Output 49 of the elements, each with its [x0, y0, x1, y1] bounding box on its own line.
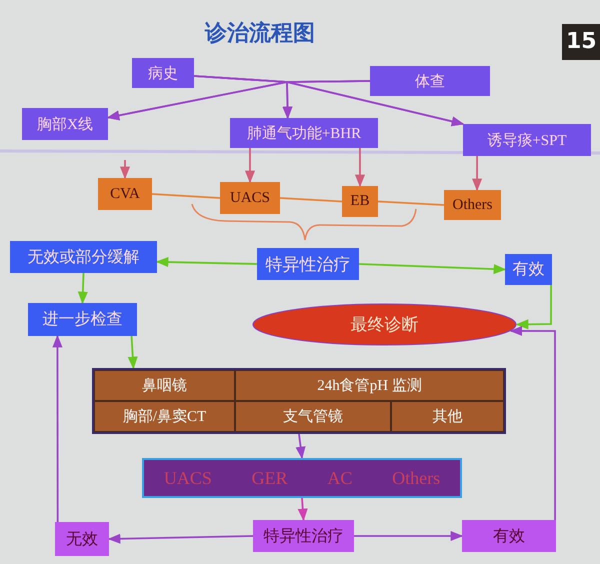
diagnosis-ellipse: 最终诊断 — [252, 303, 517, 346]
arrow — [120, 160, 130, 180]
arrow — [354, 148, 366, 188]
step-box: 有效 — [505, 254, 552, 285]
table-cell: 胸部/鼻窦CT — [94, 401, 235, 432]
title: 诊治流程图 — [205, 20, 315, 48]
exam-box: 胸部X线 — [22, 108, 108, 140]
arrow — [354, 530, 464, 542]
connector-line — [152, 193, 220, 199]
arrow — [296, 434, 306, 460]
arrow — [52, 334, 62, 522]
arrow — [358, 263, 506, 274]
diagnosis-box: EB — [342, 186, 378, 217]
diagnosis-label: UACS — [164, 468, 212, 488]
table-cell: 支气管镜 — [235, 401, 391, 432]
diagnosis-band — [142, 458, 462, 498]
exam-table — [92, 368, 506, 434]
diagnosis-box: CVA — [98, 178, 152, 210]
exam-box: 病史 — [132, 58, 194, 88]
arrow — [244, 148, 256, 184]
diagnosis-label: Others — [392, 468, 440, 488]
diagnosis-label: AC — [327, 468, 352, 488]
step-box: 进一步检查 — [28, 303, 137, 336]
arrow — [516, 285, 552, 330]
arrow — [128, 336, 138, 370]
diagnosis-box: UACS — [220, 182, 280, 214]
arrow — [156, 257, 258, 268]
arrow — [472, 156, 482, 192]
arrow — [286, 80, 464, 126]
connector-line — [280, 197, 342, 202]
exam-box: 肺通气功能+BHR — [230, 118, 378, 148]
diagnosis-box: Others — [444, 190, 501, 220]
step-box: 无效或部分缓解 — [10, 241, 157, 273]
exam-box: 体查 — [370, 66, 490, 96]
slide-number: 15 — [562, 24, 600, 60]
table-cell: 鼻咽镜 — [94, 370, 235, 401]
arrow — [108, 534, 254, 544]
arrow — [510, 326, 556, 520]
treatment-box: 特异性治疗 — [257, 248, 359, 280]
exam-box: 诱导痰+SPT — [463, 124, 591, 156]
table-cell: 24h食管pH 监测 — [235, 370, 504, 401]
arrow — [78, 272, 88, 304]
table-cell: 其他 — [391, 401, 504, 432]
step-box: 有效 — [462, 520, 556, 552]
connector-line — [378, 200, 444, 206]
arrow — [298, 498, 308, 522]
diagnosis-label: GER — [252, 468, 288, 488]
treatment-box: 特异性治疗 — [253, 520, 354, 552]
step-box: 无效 — [55, 522, 109, 556]
